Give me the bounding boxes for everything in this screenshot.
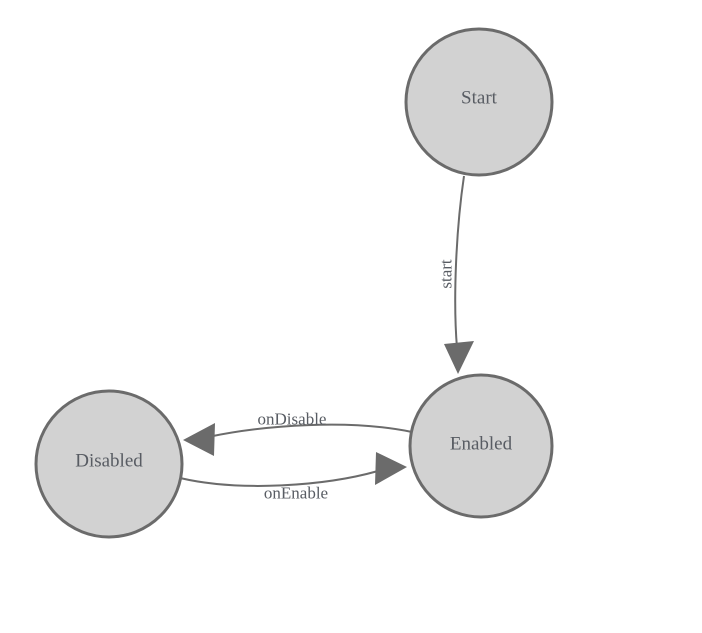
node-disabled-label: Disabled	[75, 451, 143, 472]
edge-disabled-to-enabled-label: onEnable	[264, 484, 328, 503]
edge-disabled-to-enabled[interactable]: onEnable	[179, 452, 407, 503]
node-enabled[interactable]: Enabled	[408, 373, 554, 519]
node-disabled[interactable]: Disabled	[34, 389, 184, 539]
edge-disabled-to-enabled-arrowhead	[375, 452, 407, 485]
node-disabled-circle	[34, 389, 184, 539]
edge-start-to-enabled-label: start	[437, 259, 456, 289]
edge-start-to-enabled-arrowhead	[444, 341, 474, 374]
edge-enabled-to-disabled-label: onDisable	[258, 410, 327, 429]
edge-start-to-enabled[interactable]: start	[437, 175, 475, 374]
node-enabled-label: Enabled	[450, 434, 513, 455]
edge-enabled-to-disabled[interactable]: onDisable	[183, 410, 413, 457]
edge-disabled-to-enabled-line	[179, 470, 379, 487]
node-enabled-circle	[408, 373, 554, 519]
node-start-circle	[404, 27, 554, 177]
edge-start-to-enabled-line	[454, 175, 465, 349]
node-start-label: Start	[461, 88, 498, 109]
node-start[interactable]: Start	[404, 27, 554, 177]
edge-enabled-to-disabled-arrowhead	[183, 423, 215, 456]
edge-enabled-to-disabled-line	[207, 423, 413, 438]
